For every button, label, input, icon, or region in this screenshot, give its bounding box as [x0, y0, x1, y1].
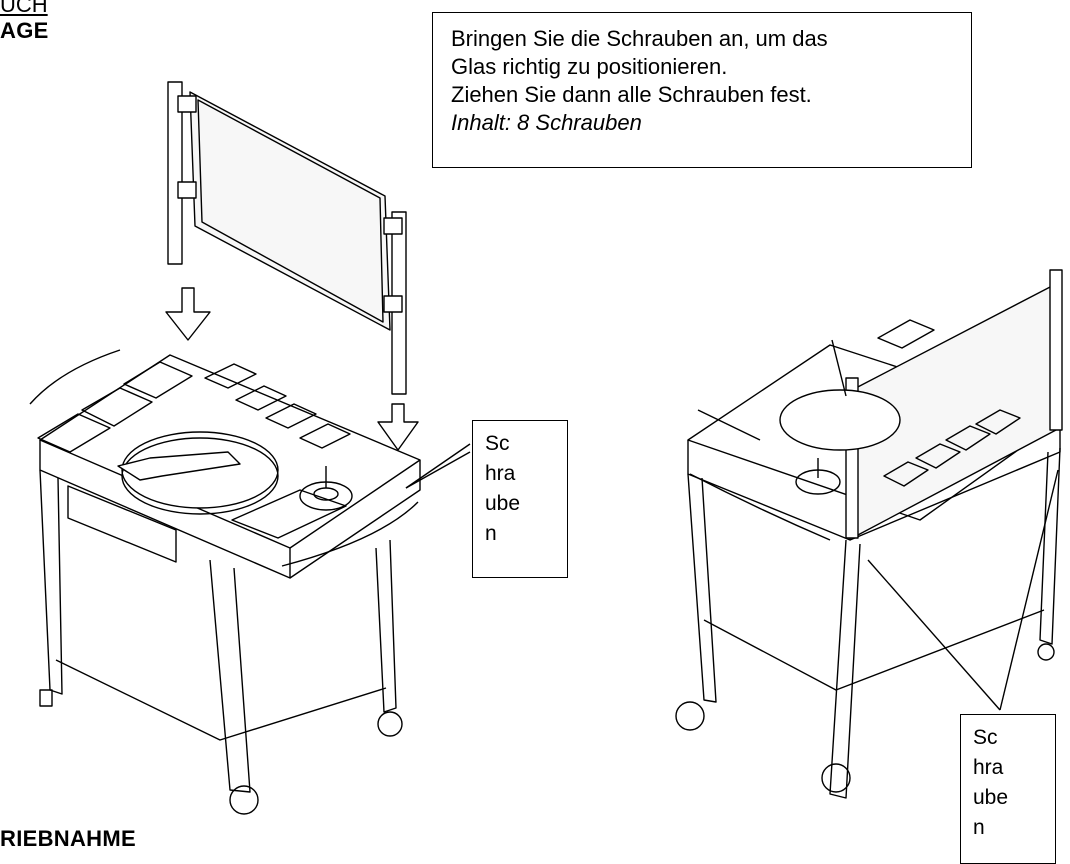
callout-line: hra: [485, 462, 516, 485]
heading-fragment-top: UCH: [0, 0, 48, 17]
callout-line: Sc: [973, 726, 998, 749]
cart-drawing-right: [675, 269, 1063, 799]
note-line-1: Bringen Sie die Schrauben an, um das: [451, 26, 828, 51]
callout-line: ube: [973, 786, 1009, 809]
note-line-contents: Inhalt: 8 Schrauben: [451, 110, 642, 135]
down-arrow-icon: [377, 403, 419, 451]
screws-callout-left: Sc hra ube n: [472, 420, 568, 578]
down-arrow-icon: [165, 287, 211, 341]
section-heading-commissioning: RIEBNAHME: [0, 826, 136, 851]
callout-line: hra: [973, 756, 1004, 779]
callout-line: n: [485, 522, 497, 545]
glass-panel-drawing: [167, 81, 407, 395]
screws-callout-right: Sc hra ube n: [960, 714, 1056, 864]
callout-line: Sc: [485, 432, 510, 455]
callout-line: n: [973, 816, 985, 839]
note-line-3: Ziehen Sie dann alle Schrauben fest.: [451, 82, 812, 107]
callout-line: ube: [485, 492, 521, 515]
instruction-note: Bringen Sie die Schrauben an, um das Gla…: [432, 12, 972, 168]
note-line-2: Glas richtig zu positionieren.: [451, 54, 728, 79]
cart-drawing-left: [29, 349, 421, 815]
section-heading-assembly: AGE: [0, 18, 49, 43]
